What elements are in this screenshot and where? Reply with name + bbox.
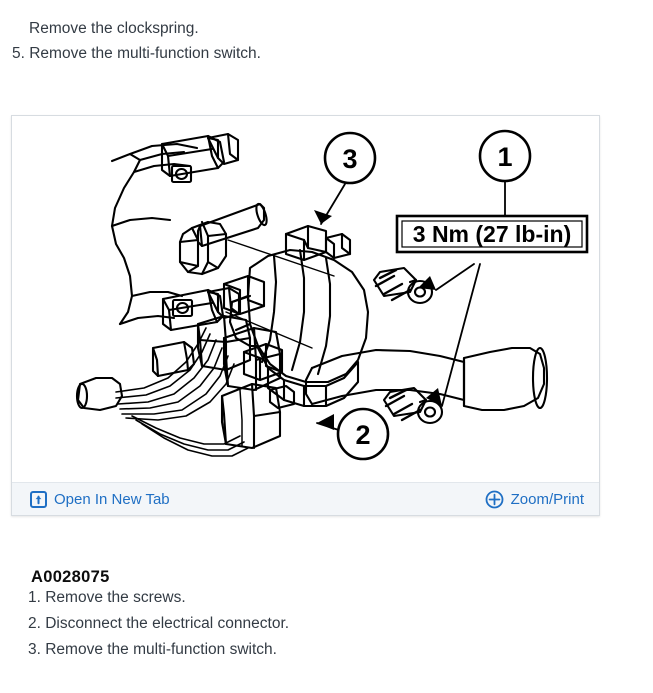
callout-number-1: 1: [497, 142, 512, 172]
callout-number-2: 2: [355, 420, 370, 450]
zoom-print-button[interactable]: Zoom/Print: [485, 483, 584, 516]
figure-action-bar: Open In New Tab Zoom/Print: [12, 482, 599, 515]
callout-bubble-1: 1: [478, 129, 532, 183]
open-in-new-tab-icon: [30, 491, 47, 508]
zoom-print-label: Zoom/Print: [510, 491, 584, 508]
circle-plus-icon: [485, 490, 504, 509]
callout-bubbles: 3 1 2: [323, 129, 532, 461]
multi-function-switch-diagram: 3 Nm (27 lb-in) 3 1 2: [75, 129, 589, 461]
list-item: 1. Remove the screws.: [28, 589, 186, 606]
figure-image-id: A0028075: [31, 568, 110, 586]
open-in-new-tab-button[interactable]: Open In New Tab: [30, 483, 170, 516]
torque-spec-label: 3 Nm (27 lb-in): [413, 221, 571, 247]
figure-panel: 3 Nm (27 lb-in) 3 1 2 A0028075: [11, 115, 600, 586]
top-instruction-text: Remove the clockspring. 5. Remove the mu…: [0, 16, 620, 66]
procedure-step-list: 1. Remove the screws. 2. Disconnect the …: [28, 585, 588, 663]
instruction-line-clockspring: Remove the clockspring.: [29, 20, 199, 37]
list-item: 3. Remove the multi-function switch.: [28, 641, 277, 658]
open-in-new-tab-label: Open In New Tab: [54, 491, 170, 508]
callout-number-3: 3: [342, 144, 357, 174]
instruction-line-step-5: 5. Remove the multi-function switch.: [12, 45, 261, 62]
torque-spec-box: 3 Nm (27 lb-in): [395, 214, 589, 254]
callout-bubble-2: 2: [336, 407, 390, 461]
technical-illustration: 3 Nm (27 lb-in) 3 1 2: [12, 116, 599, 481]
list-item: 2. Disconnect the electrical connector.: [28, 615, 290, 632]
callout-bubble-3: 3: [323, 131, 377, 185]
leader-arrowheads: [314, 210, 442, 430]
